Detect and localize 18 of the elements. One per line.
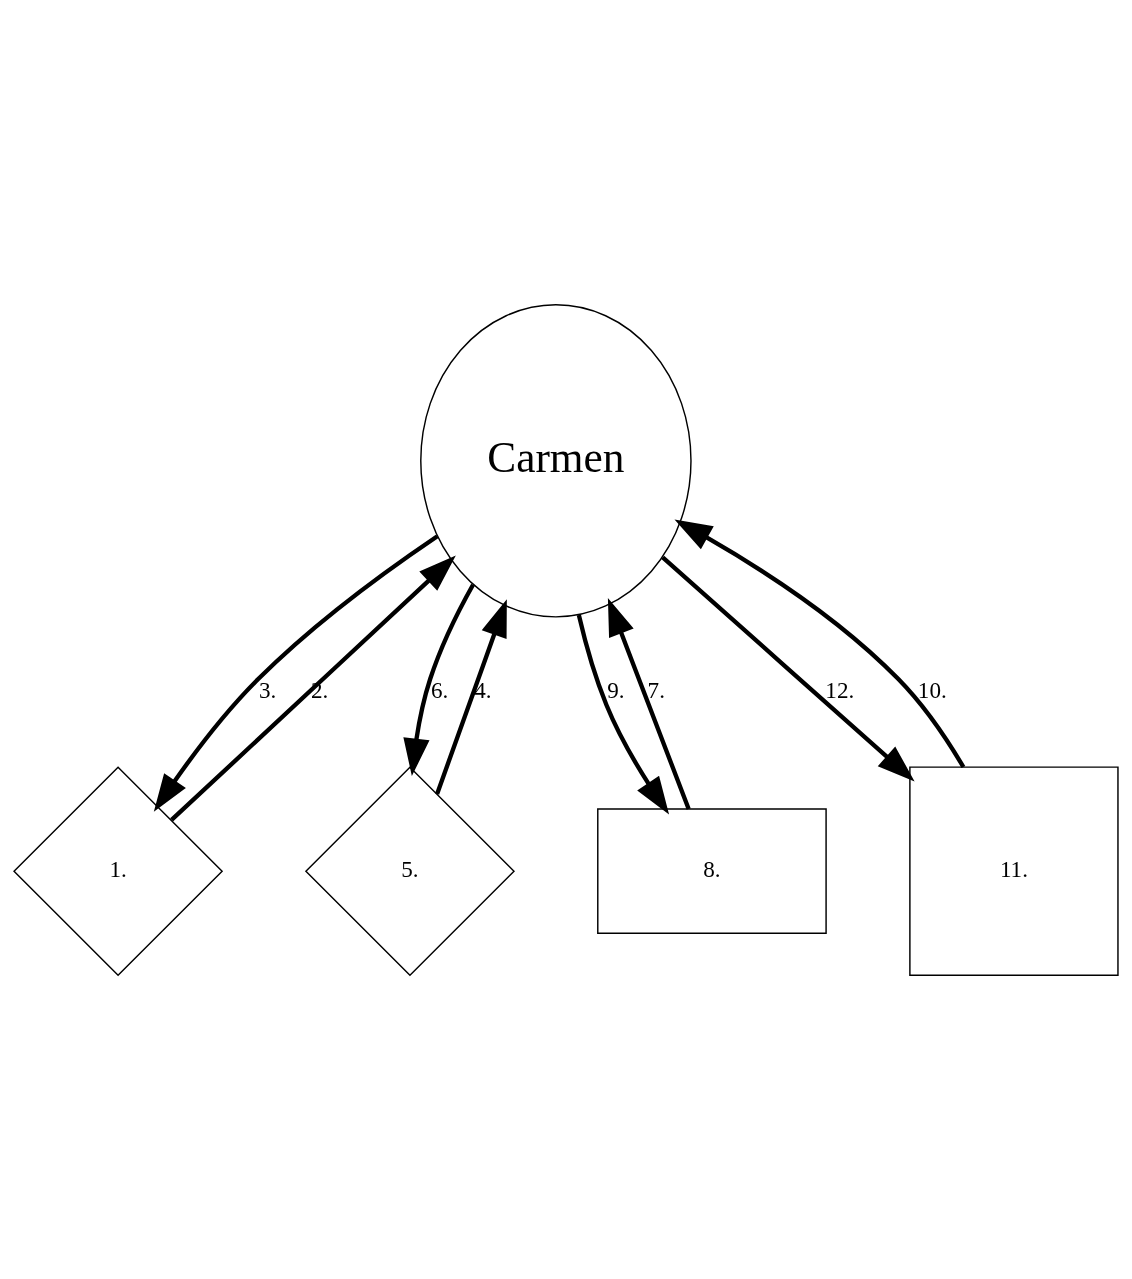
arrow <box>153 533 439 812</box>
node-box: 8. <box>597 807 827 934</box>
arrow <box>576 614 670 814</box>
arrow <box>607 597 691 810</box>
arrow <box>674 518 966 768</box>
arrow <box>661 555 915 781</box>
edge-label: 12. <box>825 676 855 703</box>
node-diamond: 1. <box>13 765 224 976</box>
arrow <box>170 554 456 822</box>
node-box: 11. <box>909 765 1119 976</box>
arrow <box>403 583 475 776</box>
edge-label: 6. <box>430 676 449 703</box>
edge-label: 10. <box>917 676 947 703</box>
edge-label: 9. <box>607 676 625 703</box>
edge-label: 3. <box>258 676 277 703</box>
arrow <box>435 598 507 795</box>
edge-label: 7. <box>647 676 665 703</box>
node-diamond: 5. <box>304 765 515 976</box>
